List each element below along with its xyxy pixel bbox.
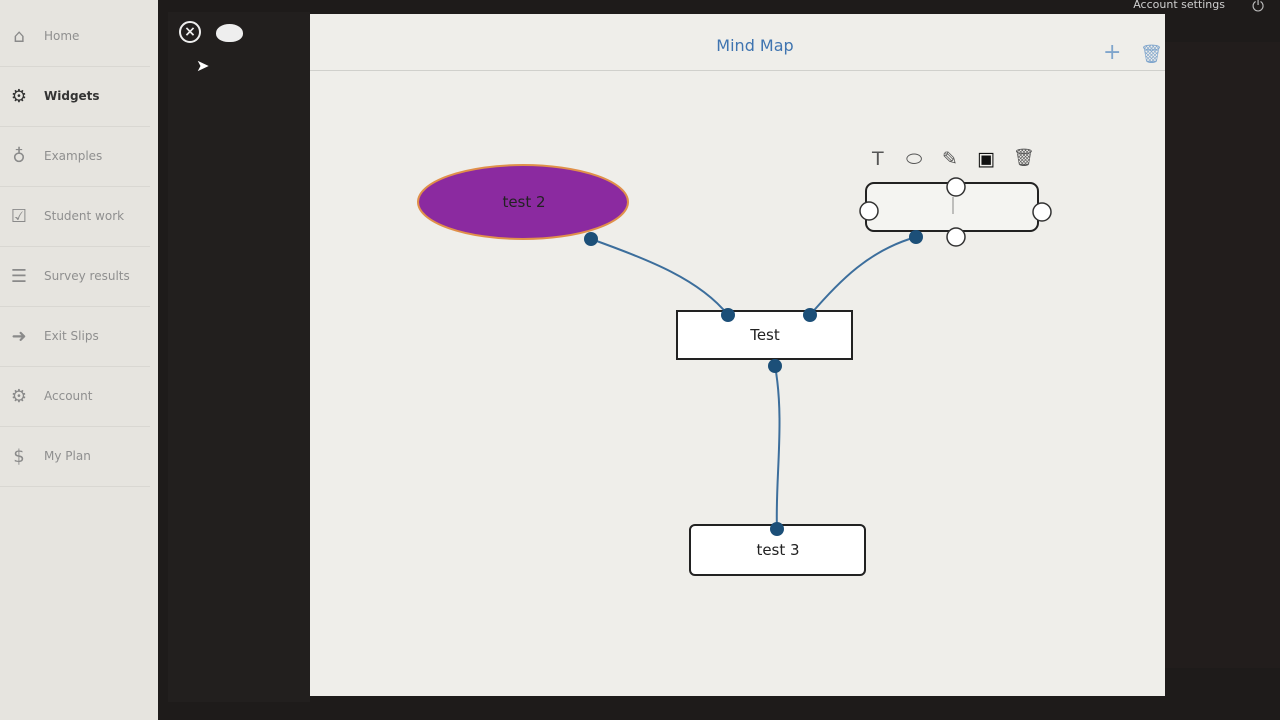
sidebar-item-exit-slips[interactable]: ➜ Exit Slips [0, 306, 150, 367]
list-icon: ☰ [10, 265, 28, 287]
mind-map-header: Mind Map + 🗑 [310, 14, 1165, 71]
checkbox-icon: ☑ [10, 205, 28, 227]
sidebar-item-label: Exit Slips [44, 329, 99, 343]
node-test[interactable]: Test [676, 310, 853, 360]
sidebar-item-student-work[interactable]: ☑ Student work [0, 186, 150, 247]
sidebar-item-label: Account [44, 389, 93, 403]
link-test-test2 [590, 238, 729, 316]
connector-dot[interactable] [584, 232, 598, 246]
node-label: Test [749, 326, 780, 344]
resize-handle-right[interactable] [1032, 202, 1052, 222]
page-title: Mind Map [716, 36, 794, 55]
sidebar-item-label: Student work [44, 209, 125, 223]
node-selected-empty[interactable] [859, 177, 1052, 247]
mouse-cursor-icon: ➤ [196, 56, 210, 75]
connector-dot[interactable] [721, 308, 735, 322]
sidebar-item-label: My Plan [44, 449, 91, 463]
widget-side-panel: × ➤ [168, 12, 310, 702]
node-label: test 2 [502, 193, 545, 211]
home-icon: ⌂ [13, 25, 25, 47]
link-test-test3 [774, 365, 781, 530]
sidebar-item-label: Home [44, 29, 80, 43]
add-node-button[interactable]: + [1103, 40, 1122, 65]
resize-handle-bottom[interactable] [946, 227, 966, 247]
right-panel [1165, 42, 1280, 668]
sidebar-item-label: Survey results [44, 269, 130, 283]
dollar-icon: $ [13, 445, 25, 467]
sidebar-item-account[interactable]: ⚙ Account [0, 366, 150, 427]
shape-tool-icon[interactable]: ⬭ [906, 148, 923, 170]
sidebar: ⌂ Home ⚙ Widgets ♁ Examples ☑ Student work ☰… [0, 0, 158, 720]
link-test-node4 [809, 236, 917, 316]
trash-icon[interactable]: 🗑 [1013, 148, 1035, 168]
lightbulb-icon: ♁ [12, 145, 26, 167]
sidebar-item-survey-results[interactable]: ☰ Survey results [0, 246, 150, 307]
account-settings-link[interactable]: Account settings [1133, 0, 1225, 11]
resize-handle-left[interactable] [859, 201, 879, 221]
resize-handle-top[interactable] [946, 177, 966, 197]
close-icon[interactable]: × [179, 21, 201, 43]
sidebar-item-examples[interactable]: ♁ Examples [0, 126, 150, 187]
node-label: test 3 [756, 541, 799, 559]
text-tool-icon[interactable]: T [872, 148, 884, 170]
sidebar-item-home[interactable]: ⌂ Home [0, 6, 150, 67]
node-test2[interactable]: test 2 [417, 164, 629, 240]
gears-icon: ⚙ [10, 85, 28, 107]
delete-map-button[interactable]: 🗑 [1140, 44, 1163, 65]
exit-icon: ➜ [11, 325, 27, 347]
connector-dot[interactable] [909, 230, 923, 244]
sidebar-item-label: Examples [44, 149, 103, 163]
sidebar-item-my-plan[interactable]: $ My Plan [0, 426, 150, 487]
sidebar-item-widgets[interactable]: ⚙ Widgets [0, 66, 150, 127]
connector-dot[interactable] [770, 522, 784, 536]
connector-dot[interactable] [803, 308, 817, 322]
connector-dot[interactable] [768, 359, 782, 373]
palette-icon[interactable] [216, 24, 243, 42]
pencil-icon[interactable]: ✎ [942, 148, 958, 170]
top-bar: Account settings ⏻ [155, 0, 1280, 15]
power-icon[interactable]: ⏻ [1252, 0, 1264, 15]
sidebar-item-label: Widgets [44, 89, 100, 103]
gear-icon: ⚙ [10, 385, 28, 407]
fill-color-icon[interactable]: ▣ [977, 148, 995, 170]
